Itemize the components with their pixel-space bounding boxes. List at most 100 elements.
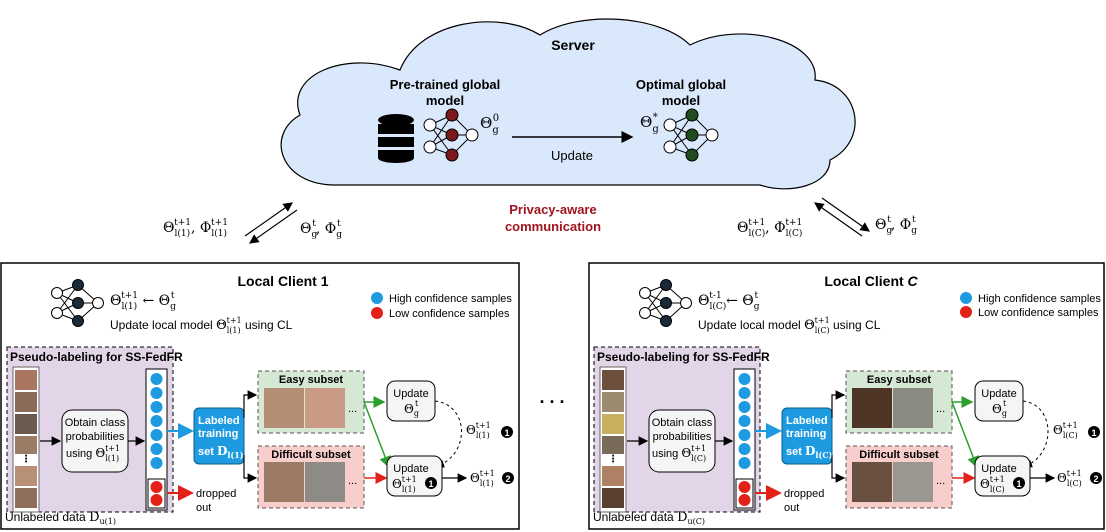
client-c-arrow-difficult xyxy=(831,455,846,483)
client-c-difficult-face-2 xyxy=(893,462,933,502)
client-c-labeled-2: training xyxy=(786,428,826,440)
client-c-title: Local Client C xyxy=(824,273,918,289)
client-1-dropped-2: out xyxy=(196,502,211,514)
client-c-green-arrow-2 xyxy=(951,401,979,469)
theta-g-star: Θg* xyxy=(640,112,659,135)
svg-text:1: 1 xyxy=(504,428,509,438)
legend-low-label: Low confidence samples xyxy=(389,308,510,320)
client-1-easy-ellipsis: ... xyxy=(348,403,357,415)
client-c-labeled-set xyxy=(781,407,833,465)
legend-low-dot xyxy=(371,307,383,319)
client-c-easy-face-2 xyxy=(893,388,933,428)
legend-high-dot xyxy=(371,292,383,304)
client-c-probability-column xyxy=(733,368,756,511)
legend-high-label: High confidence samples xyxy=(389,293,512,305)
client-c-update-text: Update local model Θl(C)t+1 using CL xyxy=(698,316,881,335)
database-icon xyxy=(378,114,414,163)
client-c-network-icon xyxy=(639,279,692,327)
theta-g0: Θg0 xyxy=(480,113,499,136)
server-update-label: Update xyxy=(551,148,593,163)
client-c-easy-ellipsis: ... xyxy=(936,403,945,415)
client-c-obtain-1: Obtain class xyxy=(652,417,713,429)
client-1-out-2: Θl(1)t+1 xyxy=(470,469,495,488)
client-c-easy-label: Easy subset xyxy=(867,374,932,386)
privacy-label-2: communication xyxy=(505,219,601,234)
client-1-marker-inner xyxy=(425,477,437,489)
legend-c-low-label: Low confidence samples xyxy=(978,307,1099,319)
client-c-assign: Θl(C)t-1 ← Θgt xyxy=(698,291,760,312)
client-c-dropped-2: out xyxy=(784,502,799,514)
client-1-probability-column xyxy=(145,368,168,511)
client-1-update-g-1: Update xyxy=(393,388,428,400)
client-c-update-l-1: Update xyxy=(981,463,1016,475)
client-1-difficult-label: Difficult subset xyxy=(271,449,351,461)
client-1-difficult-ellipsis: ... xyxy=(348,475,357,487)
client-c-panel: Local Client C Θl(C)t-1 ← Θgt Update loc… xyxy=(588,262,1105,530)
client-1-update-l-1: Update xyxy=(393,463,428,475)
svg-text:1: 1 xyxy=(1016,479,1021,489)
server-title: Server xyxy=(551,37,595,53)
client-c-update-l-2: Θl(C)t+1 xyxy=(980,475,1005,494)
client-1-panel: Local Client 1 Θl(1)t+1 ← Θgt Update loc… xyxy=(0,262,520,530)
client-1-dropped-1: dropped xyxy=(196,488,236,500)
client-1-labeled-1: Labeled xyxy=(198,415,240,427)
legend-c-low-dot xyxy=(960,306,972,318)
client-c-difficult-label: Difficult subset xyxy=(859,449,939,461)
client-1-difficult-face-2 xyxy=(305,462,345,502)
left-up-arrow xyxy=(244,202,293,237)
privacy-label-1: Privacy-aware xyxy=(509,202,596,217)
pretrained-network-icon xyxy=(423,108,479,162)
client-c-marker-inner xyxy=(1013,477,1025,489)
client-1-labeled-set xyxy=(193,407,245,465)
client-1-out-1: Θl(1)t+1 xyxy=(466,421,491,440)
client-1-title: Local Client 1 xyxy=(237,273,328,289)
client-c-marker-2 xyxy=(1090,472,1102,484)
client-1-unlabeled-label: Unlabeled data Du(1) xyxy=(5,510,116,526)
client-1-dashed-arrow xyxy=(434,400,462,468)
client-c-update-g-2: Θgt xyxy=(992,399,1007,418)
client-c-pseudo-title: Pseudo-labeling for SS-FedFR xyxy=(597,350,770,364)
client-c-obtain-3: using Θl(C)t+1 xyxy=(652,444,706,463)
client-1-pseudo-title: Pseudo-labeling for SS-FedFR xyxy=(10,350,183,364)
client-1-marker-1 xyxy=(501,426,513,438)
svg-text:1: 1 xyxy=(1091,428,1096,438)
client-1-obtain-1: Obtain class xyxy=(65,417,126,429)
client-1-unlabeled-images: ⋮ xyxy=(12,366,40,513)
client-c-difficult-face-1 xyxy=(852,462,892,502)
client-c-dashed-arrow xyxy=(1022,400,1049,468)
client-1-obtain-2: probabilities xyxy=(66,431,125,443)
right-up-label: Θl(C)t+1, Φl(C)t+1 xyxy=(737,218,802,239)
client-1-arrow-easy xyxy=(243,390,258,418)
svg-text:1: 1 xyxy=(428,479,433,489)
left-down-arrow xyxy=(249,209,298,244)
client-c-out-1: Θl(C)t+1 xyxy=(1053,421,1078,440)
legend-c-high-label: High confidence samples xyxy=(978,293,1101,305)
client-1-easy-label: Easy subset xyxy=(279,374,344,386)
client-c-easy-face-1 xyxy=(852,388,892,428)
client-1-update-l-2: Θl(1)t+1 xyxy=(392,475,417,494)
client-1-arrow-difficult xyxy=(243,455,258,483)
client-1-obtain-3: using Θl(1)t+1 xyxy=(66,444,120,463)
left-up-label: Θl(1)t+1, Φl(1)t+1 xyxy=(163,218,228,239)
client-1-easy-face-1 xyxy=(264,388,304,428)
client-1-assign: Θl(1)t+1 ← Θgt xyxy=(110,291,176,312)
optimal-label-2: model xyxy=(662,93,700,108)
right-down-label: Θgt, Φgt xyxy=(875,215,917,236)
left-down-label: Θgt, Φgt xyxy=(300,219,342,240)
right-up-arrow xyxy=(814,202,863,237)
client-c-arrow-easy xyxy=(831,390,846,418)
client-c-unlabeled-label: Unlabeled data Du(C) xyxy=(593,510,705,526)
client-c-obtain-2: probabilities xyxy=(653,431,712,443)
client-c-update-g-1: Update xyxy=(981,388,1016,400)
client-1-difficult-face-1 xyxy=(264,462,304,502)
between-clients-ellipsis: . . . xyxy=(539,387,564,407)
legend-c-high-dot xyxy=(960,292,972,304)
optimal-network-icon xyxy=(663,108,719,162)
svg-text:⋮: ⋮ xyxy=(21,454,31,465)
pretrained-label-1: Pre-trained global xyxy=(390,77,501,92)
client-1-network-icon xyxy=(51,279,104,327)
client-c-marker-1 xyxy=(1088,426,1100,438)
client-1-update-g-2: Θgt xyxy=(404,399,419,418)
right-down-arrow xyxy=(821,197,870,232)
